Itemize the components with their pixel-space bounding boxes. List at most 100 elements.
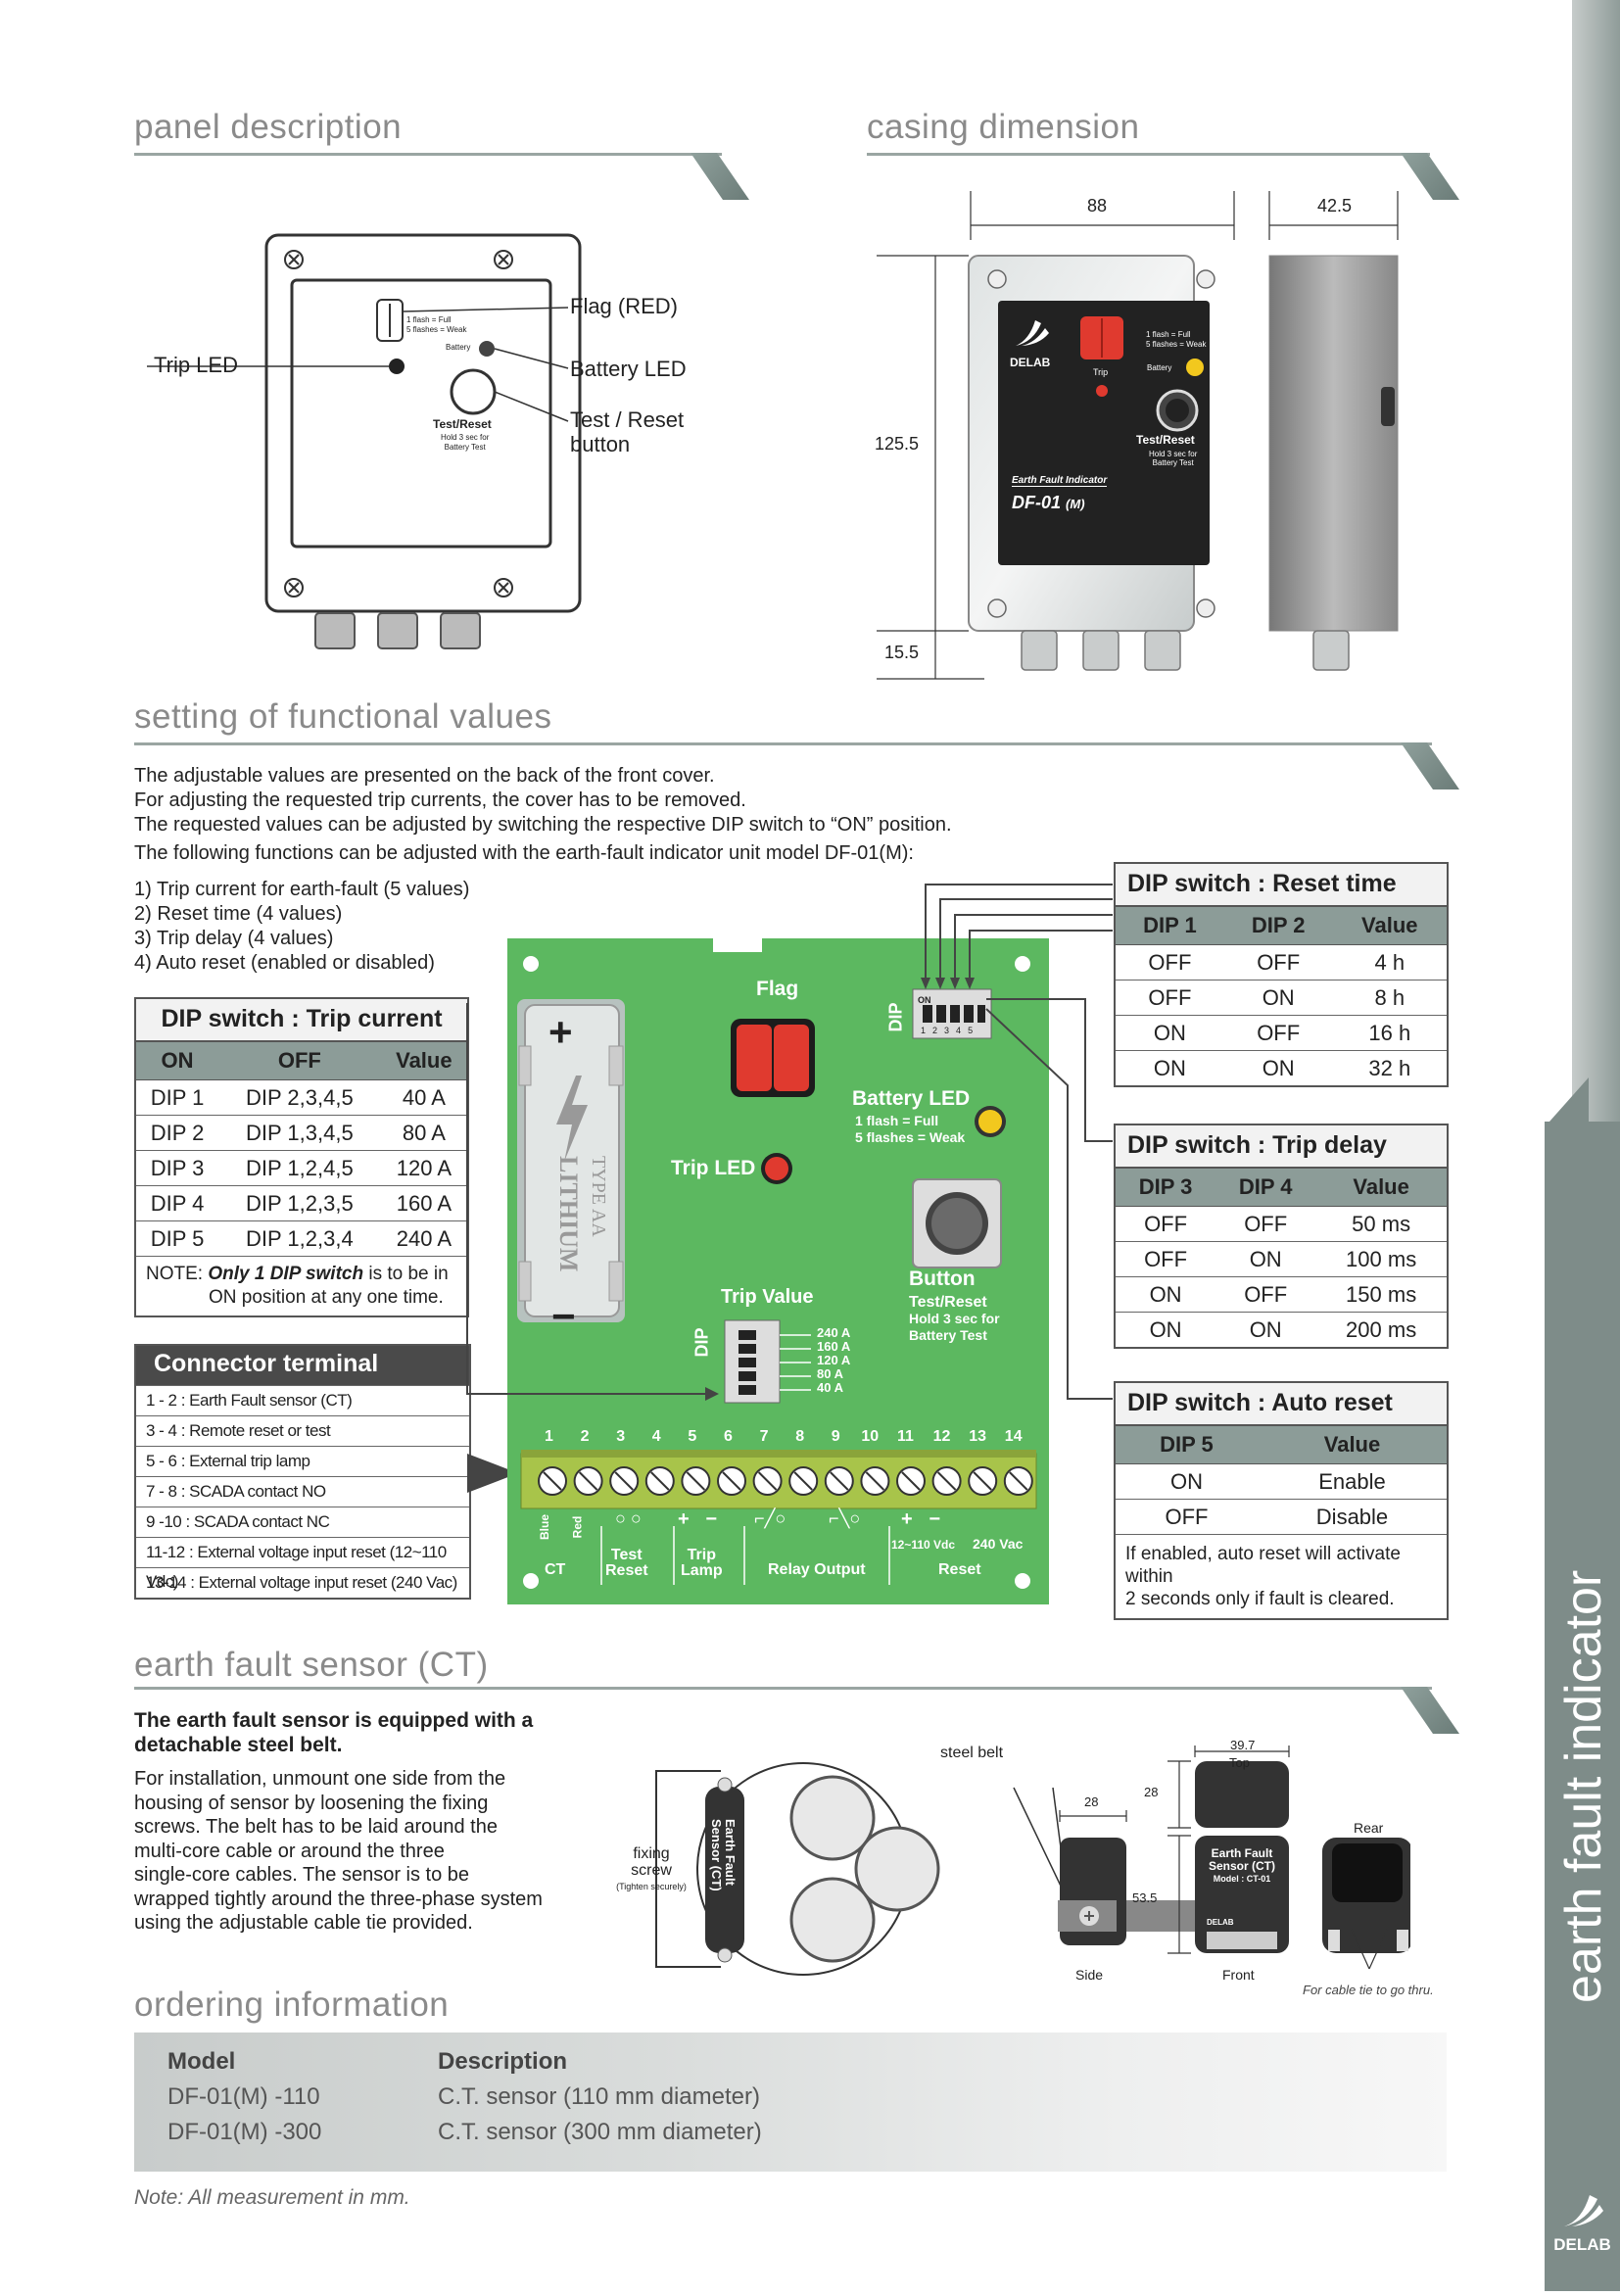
terminal-number: 4 <box>651 1428 661 1445</box>
label-rear: Rear <box>1354 1820 1384 1836</box>
terminal-screw-slot <box>793 1471 813 1491</box>
terminal-screw-slot <box>973 1471 992 1491</box>
cell: 200 ms <box>1346 1316 1417 1342</box>
section-title-sensor: earth fault sensor (CT) <box>134 1646 489 1684</box>
terminal-screw-slot <box>543 1471 562 1491</box>
casing-brand: DELAB <box>1010 356 1051 369</box>
reset-time-header: DIP 1 <box>1116 907 1224 945</box>
pcb-flag-label: Flag <box>756 978 799 1000</box>
fixing-3: (Tighten securely) <box>616 1882 687 1891</box>
list-item: 5 - 6 : External trip lamp <box>136 1446 469 1476</box>
casing-test: Test/Reset <box>1136 433 1195 447</box>
trip-value-120: 120 A <box>817 1353 851 1367</box>
dim-28-side: 28 <box>1084 1794 1099 1809</box>
casing-model-3: (M) <box>1066 497 1085 511</box>
casing-flash-2: 5 flashes = Weak <box>1146 340 1207 349</box>
cell: 100 ms <box>1315 1241 1447 1277</box>
auto-reset-note-2: 2 seconds only if fault is cleared. <box>1125 1589 1395 1609</box>
trip-current-header: OFF <box>218 1042 381 1080</box>
trip-value-80: 80 A <box>817 1366 843 1381</box>
dim-width: 88 <box>1087 196 1108 215</box>
function-1: 1) Trip current for earth-fault (5 value… <box>134 879 470 900</box>
cell: 50 ms <box>1315 1206 1447 1242</box>
panel-small-flash-1: 1 flash = Full <box>406 315 452 324</box>
terminal-number: 10 <box>861 1428 880 1445</box>
trip-value-40: 40 A <box>817 1380 843 1395</box>
note-line2: ON position at any one time. <box>209 1287 444 1308</box>
dc-minus: − <box>929 1508 941 1530</box>
list-item: 9 -10 : SCADA contact NC <box>136 1507 469 1537</box>
cell: DIP 4 <box>136 1185 219 1221</box>
cell: 150 ms <box>1315 1276 1447 1313</box>
order-desc-2: C.T. sensor (300 mm diameter) <box>438 2119 762 2145</box>
function-2: 2) Reset time (4 values) <box>134 903 343 925</box>
trip-current-title: DIP switch : Trip current <box>136 999 467 1042</box>
intro-line-2: For adjusting the requested trip current… <box>134 789 746 811</box>
group-trip-lamp: Trip Lamp <box>681 1547 723 1579</box>
cell: ON <box>1116 1276 1216 1313</box>
cell: ON <box>1116 1463 1258 1500</box>
dim-gland: 15.5 <box>884 643 920 662</box>
casing-battery: Battery <box>1147 363 1172 372</box>
panel-drawing: 1 flash = Full 5 flashes = Weak Battery … <box>137 225 695 666</box>
terminal-screw-slot <box>901 1471 921 1491</box>
cell: ON <box>1215 1241 1316 1277</box>
pcb-trip-value-label: Trip Value <box>721 1286 814 1308</box>
list-item: 13-14 : External voltage input reset (24… <box>136 1567 469 1598</box>
list-item: 7 - 8 : SCADA contact NO <box>136 1476 469 1507</box>
pcb-dip-label-2: DIP <box>885 1002 906 1032</box>
terminal-screw-slot <box>830 1471 849 1491</box>
cell: 8 h <box>1332 980 1447 1016</box>
pcb-flash-1: 1 flash = Full <box>855 1113 939 1128</box>
terminal-screw-slot <box>614 1471 634 1491</box>
dim-top: 39.7 <box>1230 1738 1256 1752</box>
terminal-number: 1 <box>545 1428 553 1445</box>
cell: 40 A <box>380 1079 467 1116</box>
brand-logo-icon <box>1562 2191 1605 2230</box>
ordering-table: Model Description DF-01(M) -110 C.T. sen… <box>134 2033 1447 2172</box>
cell: ON <box>1116 1015 1224 1051</box>
footer-note: Note: All measurement in mm. <box>134 2186 410 2209</box>
cell: DIP 1,3,4,5 <box>218 1115 381 1151</box>
section-title-setting: setting of functional values <box>134 697 552 736</box>
dip-num: 5 <box>968 1026 980 1035</box>
sensor-drawing: Earth Fault Sensor (CT) steel belt fixin… <box>607 1738 1434 1998</box>
label-side: Side <box>1075 1967 1104 1983</box>
battery-label-1: LITHIUM <box>554 1156 583 1272</box>
pcb-flash-2: 5 flashes = Weak <box>855 1129 966 1145</box>
label-battery-led: Battery LED <box>570 357 687 381</box>
cell: ON <box>1223 980 1333 1016</box>
sidebar-title: earth fault indicator <box>1555 1569 1612 2003</box>
terminal-screw-slot <box>686 1471 706 1491</box>
panel-small-battery: Battery <box>446 343 471 352</box>
cell: DIP 2,3,4,5 <box>218 1079 381 1116</box>
pcb-battery-led-label: Battery LED <box>852 1087 971 1110</box>
sensor-body-6: wrapped tightly around the three-phase s… <box>134 1888 543 1910</box>
pcb-trip-led-label: Trip LED <box>671 1157 756 1179</box>
cell: OFF <box>1223 944 1333 981</box>
cell: DIP 3 <box>136 1150 219 1186</box>
cell: DIP 1,2,4,5 <box>218 1150 381 1186</box>
terminal-number: 6 <box>724 1428 733 1445</box>
terminal-number: 7 <box>759 1428 769 1445</box>
battery-label-2: TYPE AA <box>588 1156 609 1237</box>
connector-arrow-icon <box>467 1454 518 1493</box>
cell: DIP 5 <box>150 1225 205 1251</box>
sensor-body-7: using the adjustable cable tie provided. <box>134 1912 473 1934</box>
intro-line-4: The following functions can be adjusted … <box>134 842 914 864</box>
section-title-panel: panel description <box>134 108 403 146</box>
intro-line-3: The requested values can be adjusted by … <box>134 814 952 836</box>
section-title-casing: casing dimension <box>867 108 1140 146</box>
cell: OFF <box>1116 944 1224 981</box>
terminal-number: 11 <box>897 1428 914 1445</box>
cell: 16 h <box>1332 1015 1447 1051</box>
auto-reset-title: DIP switch : Auto reset <box>1116 1383 1447 1426</box>
front-label-3: Model : CT-01 <box>1213 1874 1271 1884</box>
terminal-number: 3 <box>616 1428 626 1445</box>
